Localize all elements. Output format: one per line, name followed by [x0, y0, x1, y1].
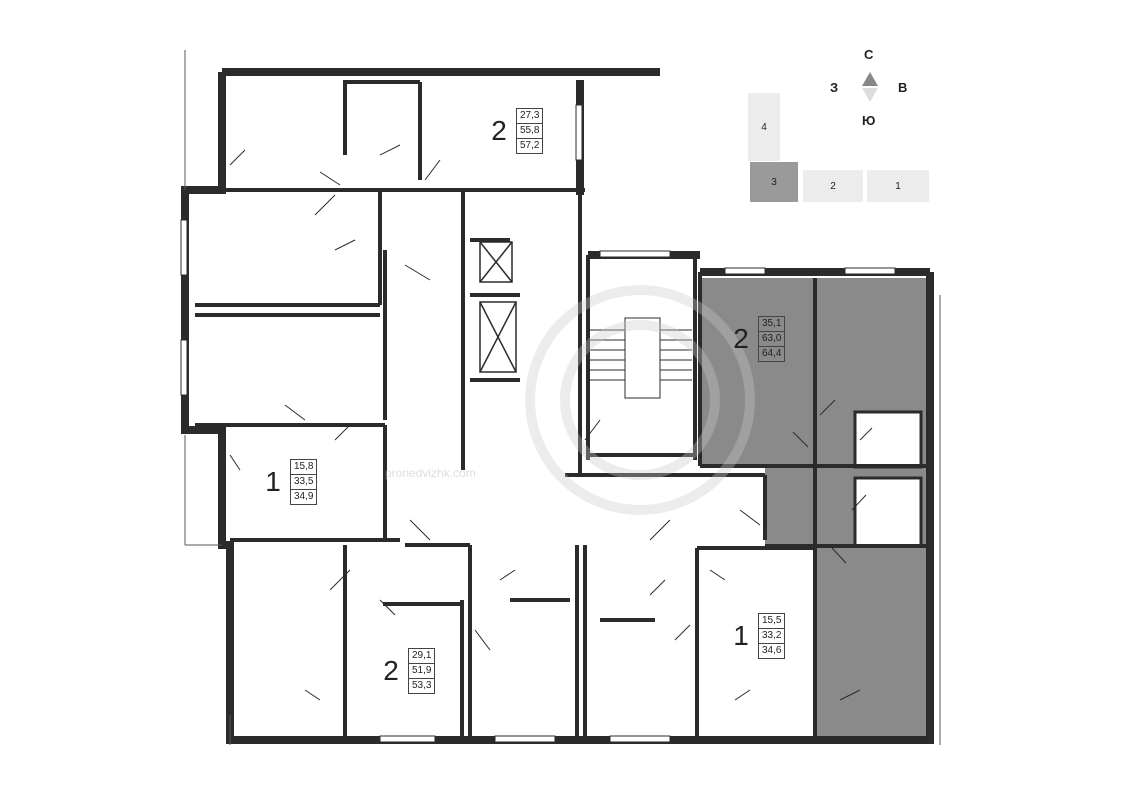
compass-west: З [830, 80, 839, 95]
apartment-label-left[interactable]: 1 15,8 33,5 34,9 [262, 459, 318, 505]
area-with-balcony: 34,6 [762, 645, 782, 656]
area-values: 27,3 55,8 57,2 [516, 108, 544, 154]
total-area: 33,5 [291, 475, 317, 490]
area-values: 35,1 63,0 64,4 [758, 316, 786, 362]
living-area: 27,3 [517, 109, 543, 124]
area-with-balcony: 53,3 [412, 680, 432, 691]
watermark-logo [525, 285, 755, 515]
room-count: 2 [383, 655, 399, 686]
area-with-balcony: 57,2 [520, 140, 540, 151]
compass-east: В [898, 80, 908, 95]
apartment-label-bottom-right[interactable]: 1 15,5 33,2 34,6 [730, 613, 786, 659]
section-label: 4 [761, 121, 767, 133]
area-with-balcony: 34,9 [294, 491, 314, 502]
living-area: 15,8 [291, 460, 317, 475]
room-count: 2 [733, 323, 749, 354]
total-area: 63,0 [759, 332, 785, 347]
inner-walls [195, 80, 932, 740]
section-key-1[interactable]: 1 [867, 170, 929, 202]
compass-arrow-icon [862, 72, 878, 102]
living-area: 15,5 [759, 614, 785, 629]
compass-south: Ю [862, 113, 876, 128]
section-label: 3 [771, 176, 777, 188]
section-label: 1 [895, 180, 901, 192]
windows [180, 104, 896, 743]
area-values: 29,1 51,9 53,3 [408, 648, 436, 694]
area-with-balcony: 64,4 [762, 348, 782, 359]
section-key-3[interactable]: 3 [750, 162, 798, 202]
apartment-label-bottom-left[interactable]: 2 29,1 51,9 53,3 [380, 648, 436, 694]
balconies [184, 50, 941, 745]
section-key-2[interactable]: 2 [803, 170, 863, 202]
living-area: 29,1 [409, 649, 435, 664]
area-values: 15,8 33,5 34,9 [290, 459, 318, 505]
section-label: 2 [830, 180, 836, 192]
apartment-label-top[interactable]: 2 27,3 55,8 57,2 [488, 108, 544, 154]
total-area: 55,8 [517, 124, 543, 139]
room-count: 1 [733, 620, 749, 651]
section-key-4[interactable]: 4 [748, 93, 780, 161]
area-values: 15,5 33,2 34,6 [758, 613, 786, 659]
total-area: 51,9 [409, 664, 435, 679]
compass-north: С [864, 47, 874, 62]
watermark-text: pronedvizhk.com [385, 466, 476, 480]
highlighted-apartment-rooms [853, 410, 923, 548]
total-area: 33,2 [759, 629, 785, 644]
apartment-label-right[interactable]: 2 35,1 63,0 64,4 [730, 316, 786, 362]
living-area: 35,1 [759, 317, 785, 332]
door-swings [229, 144, 873, 701]
room-count: 1 [265, 466, 281, 497]
elevators [479, 241, 517, 373]
staircase [590, 317, 692, 399]
room-count: 2 [491, 115, 507, 146]
